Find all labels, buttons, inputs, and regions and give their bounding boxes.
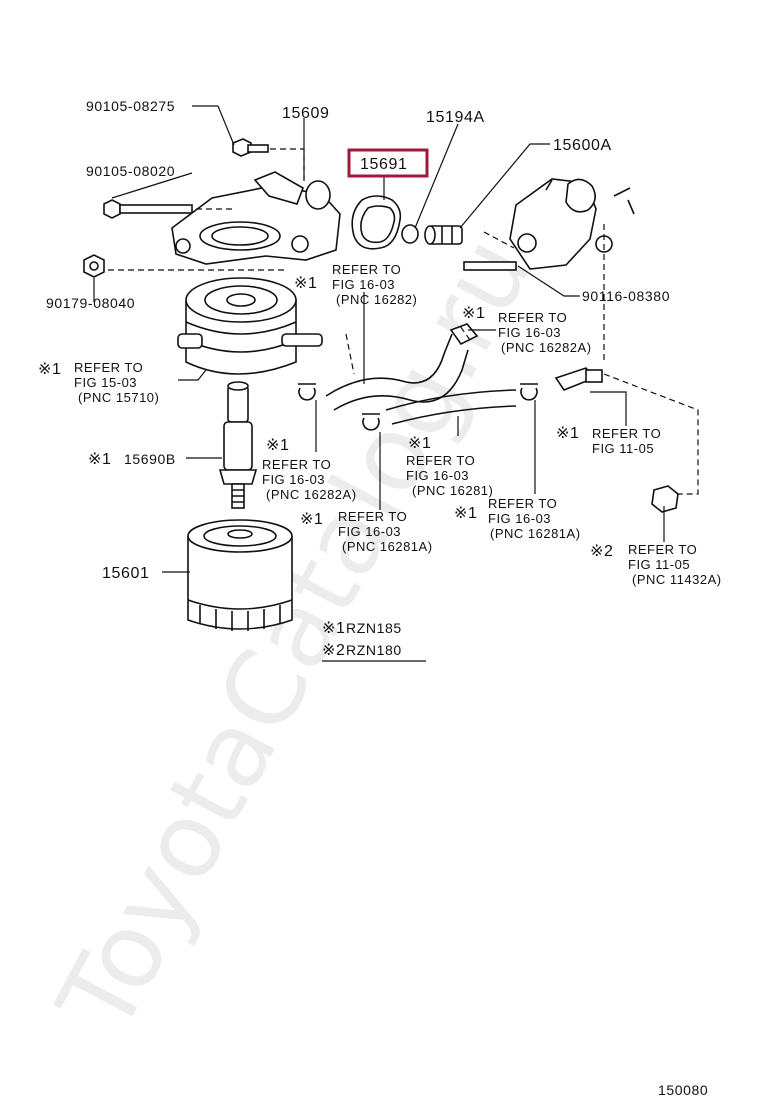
mark-1: ※1	[88, 451, 112, 468]
svg-text:REFER TO: REFER TO	[332, 262, 401, 277]
mark-1: ※1	[556, 425, 580, 442]
svg-text:(PNC 16282A): (PNC 16282A)	[501, 340, 592, 355]
diagram-number: 150080	[658, 1082, 708, 1098]
pipe-15600a-drawing	[424, 225, 463, 245]
svg-text:REFER TO: REFER TO	[592, 426, 661, 441]
mark-1: ※1	[38, 361, 62, 378]
legend-model-2: RZN180	[346, 642, 402, 658]
label-15600a[interactable]: 15600A	[553, 137, 612, 154]
reference-fig-16-03-16282a-left[interactable]: ※1 REFER TO FIG 16-03 (PNC 16282A)	[262, 437, 357, 502]
label-15691[interactable]: 15691	[360, 156, 408, 173]
svg-text:REFER TO: REFER TO	[74, 360, 143, 375]
svg-text:FIG 16-03: FIG 16-03	[498, 325, 561, 340]
bolt-90105-08275-drawing	[232, 138, 269, 157]
svg-text:FIG 16-03: FIG 16-03	[262, 472, 325, 487]
label-90179-08040[interactable]: 90179-08040	[46, 295, 135, 311]
label-15690b: 15690B	[124, 451, 176, 467]
mark-2: ※2	[590, 543, 614, 560]
svg-text:REFER TO: REFER TO	[338, 509, 407, 524]
svg-text:(PNC 16281A): (PNC 16281A)	[342, 539, 433, 554]
svg-text:FIG 16-03: FIG 16-03	[488, 511, 551, 526]
svg-text:REFER TO: REFER TO	[406, 453, 475, 468]
oil-cooler-drawing	[177, 277, 323, 375]
reference-fig-16-03-16282a[interactable]: ※1 REFER TO FIG 16-03 (PNC 16282A)	[462, 305, 592, 355]
label-90116-08380[interactable]: 90116-08380	[582, 288, 670, 304]
engine-housing-drawing	[509, 178, 635, 270]
bracket-15609-drawing	[171, 171, 341, 265]
legend-mark-2: ※2	[322, 642, 346, 659]
label-15194a[interactable]: 15194A	[426, 109, 485, 126]
mark-1: ※1	[462, 305, 486, 322]
highlight-box	[347, 148, 429, 178]
model-legend: ※1 RZN185 ※2 RZN180	[322, 620, 426, 662]
mark-1: ※1	[300, 511, 324, 528]
stud-90116-08380-drawing	[463, 261, 517, 271]
o-ring-15194a-drawing	[401, 224, 419, 244]
reference-fig-16-03-16282[interactable]: ※1 REFER TO FIG 16-03 (PNC 16282)	[294, 262, 417, 307]
mark-1: ※1	[294, 275, 318, 292]
label-90105-08020[interactable]: 90105-08020	[86, 163, 175, 179]
valve-15690b-drawing	[218, 381, 258, 509]
svg-text:(PNC 11432A): (PNC 11432A)	[632, 572, 722, 587]
legend-model-1: RZN185	[346, 620, 402, 636]
legend-mark-1: ※1	[322, 620, 346, 637]
svg-text:FIG 11-05: FIG 11-05	[592, 441, 654, 456]
svg-text:FIG 15-03: FIG 15-03	[74, 375, 137, 390]
svg-text:FIG 16-03: FIG 16-03	[406, 468, 469, 483]
svg-text:REFER TO: REFER TO	[488, 496, 557, 511]
reference-fig-16-03-16281[interactable]: ※1 REFER TO FIG 16-03 (PNC 16281)	[406, 435, 493, 498]
svg-text:FIG 16-03: FIG 16-03	[332, 277, 395, 292]
svg-text:FIG 11-05: FIG 11-05	[628, 557, 690, 572]
reference-fig-15-03-15710[interactable]: ※1 REFER TO FIG 15-03 (PNC 15710)	[38, 360, 159, 405]
svg-text:REFER TO: REFER TO	[628, 542, 697, 557]
svg-text:(PNC 16281A): (PNC 16281A)	[490, 526, 581, 541]
hose-lower-drawing	[385, 389, 517, 425]
reference-fig-16-03-16281a[interactable]: ※1 REFER TO FIG 16-03 (PNC 16281A)	[300, 509, 433, 554]
hose-drawing	[325, 323, 479, 411]
nut-90179-08040-drawing	[83, 254, 105, 278]
reference-fig-16-03-16281a-right[interactable]: ※1 REFER TO FIG 16-03 (PNC 16281A)	[454, 496, 581, 541]
svg-text:(PNC 16281): (PNC 16281)	[412, 483, 493, 498]
plug-drawing	[651, 485, 679, 513]
svg-text:REFER TO: REFER TO	[262, 457, 331, 472]
bolt-90105-08020-drawing	[103, 199, 193, 219]
label-15690b-group[interactable]: ※1 15690B	[88, 451, 176, 468]
svg-text:(PNC 15710): (PNC 15710)	[78, 390, 159, 405]
mark-1: ※1	[266, 437, 290, 454]
svg-text:(PNC 16282A): (PNC 16282A)	[266, 487, 357, 502]
label-90105-08275[interactable]: 90105-08275	[86, 98, 175, 114]
union-fitting-drawing	[554, 367, 603, 391]
svg-text:FIG 16-03: FIG 16-03	[338, 524, 401, 539]
mark-1: ※1	[408, 435, 432, 452]
label-15601[interactable]: 15601	[102, 565, 150, 582]
leader-lines	[93, 105, 699, 573]
oil-filter-15601-drawing	[187, 519, 293, 631]
reference-fig-11-05-11432a[interactable]: ※2 REFER TO FIG 11-05 (PNC 11432A)	[590, 542, 722, 587]
svg-text:(PNC 16282): (PNC 16282)	[336, 292, 417, 307]
hose-clamps-drawing	[298, 383, 538, 431]
reference-fig-11-05[interactable]: ※1 REFER TO FIG 11-05	[556, 425, 661, 456]
gasket-15691-drawing	[351, 195, 402, 250]
svg-text:REFER TO: REFER TO	[498, 310, 567, 325]
label-15609[interactable]: 15609	[282, 105, 330, 122]
mark-1: ※1	[454, 505, 478, 522]
